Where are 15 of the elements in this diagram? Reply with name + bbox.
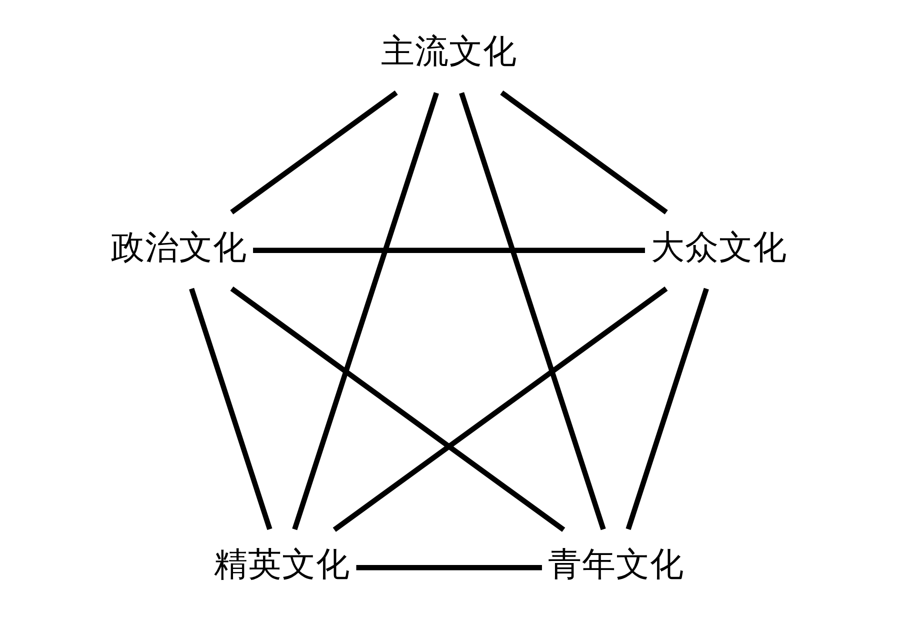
connector — [253, 248, 645, 254]
connector — [459, 92, 606, 530]
connector — [189, 288, 272, 530]
node-text: 青年文化 — [548, 544, 684, 584]
connector — [230, 90, 398, 214]
node-text: 政治文化 — [111, 227, 248, 266]
connector — [292, 92, 439, 530]
node-text: 大众文化 — [650, 227, 787, 266]
connector — [500, 90, 668, 214]
connector — [332, 286, 668, 532]
node-text: 主流文化 — [380, 31, 517, 70]
connector — [356, 565, 542, 570]
node-text: 精英文化 — [214, 544, 350, 584]
connector — [230, 286, 566, 532]
connector — [626, 288, 709, 530]
